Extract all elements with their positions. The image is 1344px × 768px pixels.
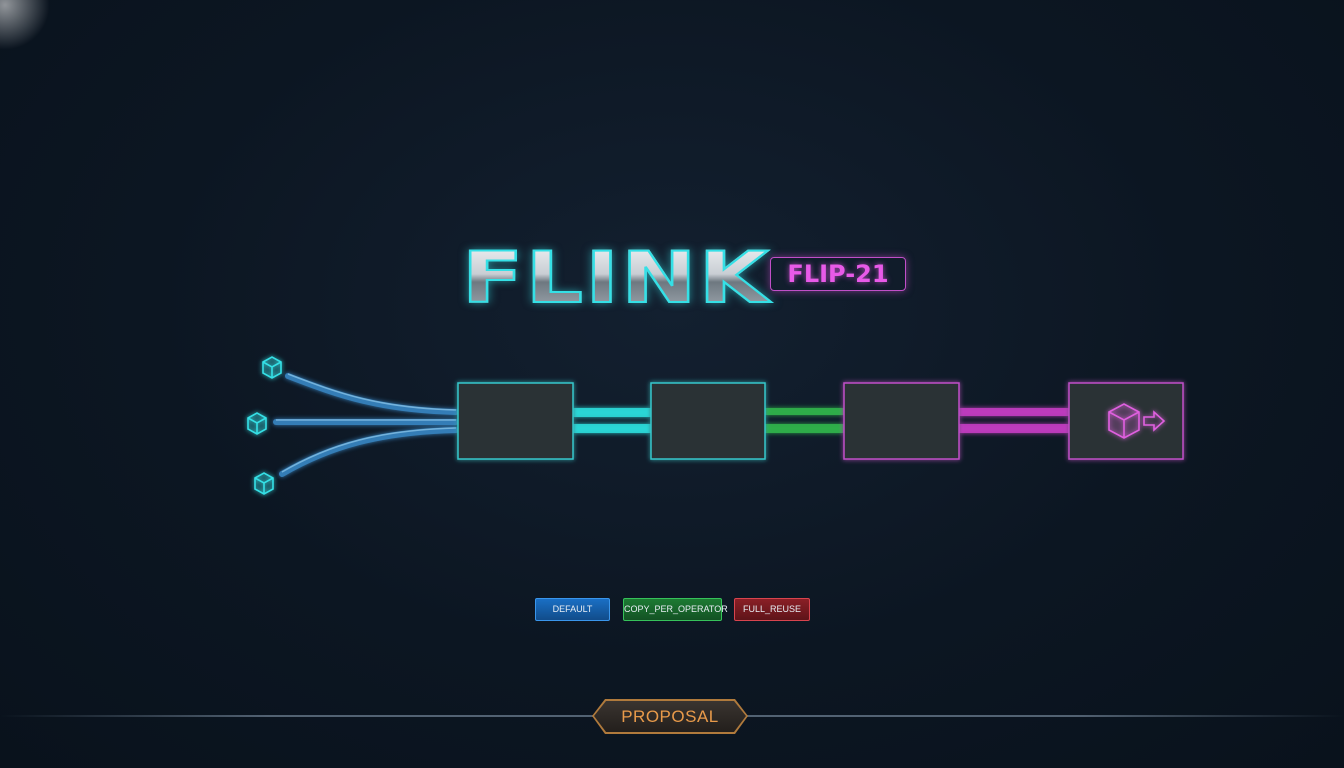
cube-icon (254, 472, 274, 495)
operator-box-1 (457, 382, 574, 460)
operator-box-2 (650, 382, 766, 460)
source-stream-top (285, 373, 459, 415)
cube-arrow-icon (1108, 403, 1166, 439)
flink-title: FLINK (461, 237, 771, 319)
default-mode-button[interactable]: DEFAULT (535, 598, 610, 621)
connector-green (765, 408, 844, 433)
connector-cyan (573, 408, 651, 433)
source-stream-bottom (279, 427, 459, 477)
operator-box-3 (843, 382, 960, 460)
source-stream-highlights (276, 373, 457, 473)
proposal-badge: PROPOSAL (594, 701, 746, 732)
cube-icon (247, 412, 267, 435)
source-streams (273, 373, 459, 477)
copy-per-operator-button[interactable]: COPY_PER_OPERATOR (623, 598, 728, 621)
full-reuse-button[interactable]: FULL_REUSE (734, 598, 810, 621)
corner-light (0, 0, 50, 50)
connector-magenta (959, 408, 1069, 433)
flip-badge: FLIP-21 (770, 257, 906, 291)
cube-icon (262, 356, 282, 379)
